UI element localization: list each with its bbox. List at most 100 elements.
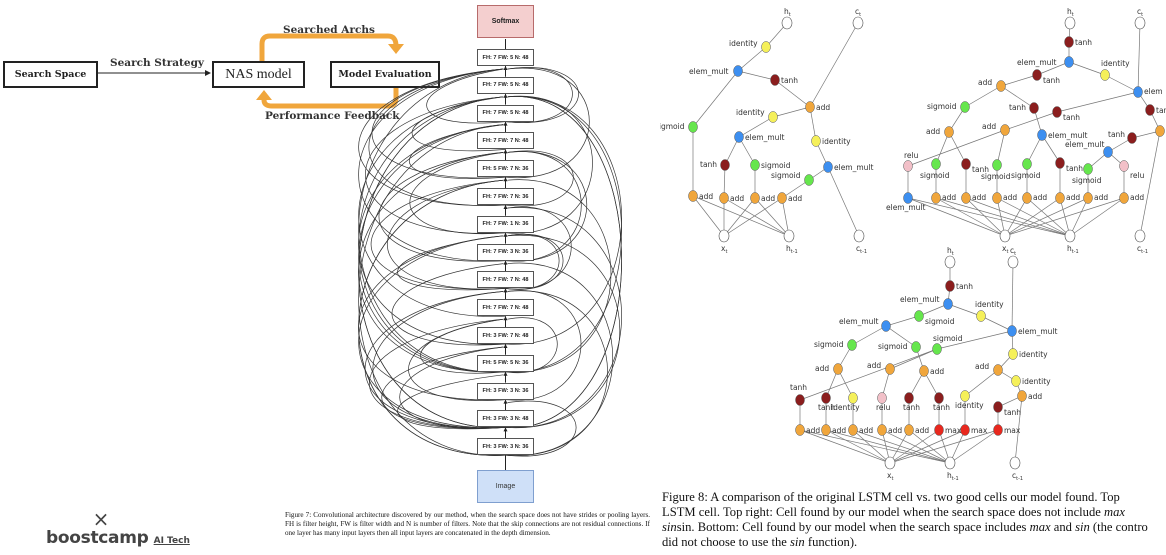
- graph-edge: [851, 325, 887, 346]
- skip-connection-curve: [408, 124, 506, 179]
- graph-edge: [964, 369, 999, 397]
- caption-text: Figure 8: A comparison of the original L…: [662, 490, 1120, 504]
- graph-edge: [889, 348, 938, 370]
- tanh-node: [1032, 69, 1042, 81]
- node-label: tanh: [1156, 106, 1166, 115]
- caption-math: sin: [662, 520, 677, 534]
- elem_mult-node: [1037, 129, 1047, 141]
- node-label: add: [1066, 193, 1080, 202]
- graph-edge: [1004, 197, 1089, 237]
- io-node: [853, 229, 865, 243]
- node-label: add: [1033, 193, 1047, 202]
- graph-edge: [1104, 74, 1139, 93]
- graph-edge: [935, 197, 1006, 237]
- conv-layer-box: FH: 3 FW: 3 N: 36: [477, 382, 534, 400]
- image-label: Image: [495, 483, 516, 490]
- sigmoid-node: [1022, 158, 1032, 170]
- sigmoid-node: [932, 343, 942, 355]
- skip-connection-curve: [505, 233, 560, 290]
- conv-layer-box: FH: 7 FW: 7 N: 48: [477, 299, 534, 317]
- node-label: elem: [1144, 87, 1163, 96]
- arrowhead: [503, 121, 508, 126]
- node-label: add: [761, 194, 775, 203]
- graph-edge: [827, 166, 860, 237]
- model-evaluation-label: Model Evaluation: [338, 69, 432, 80]
- elem_mult-node: [1007, 325, 1017, 337]
- node-label: tanh: [1009, 103, 1026, 112]
- add-node: [795, 424, 805, 436]
- add-node: [1083, 192, 1093, 204]
- node-label: elem_mult: [689, 67, 729, 76]
- sigmoid-node: [847, 339, 857, 351]
- tanh-node: [770, 74, 780, 86]
- conv-layer-box: FH: 5 FW: 5 N: 36: [477, 354, 534, 372]
- max-node: [960, 424, 970, 436]
- graph-edge: [907, 197, 1071, 237]
- arrowhead: [503, 149, 508, 154]
- max-node: [993, 424, 1003, 436]
- node-label: max: [945, 426, 962, 435]
- skip-connection-curve: [420, 318, 506, 374]
- arrowhead: [503, 93, 508, 98]
- node-label: tanh: [1108, 130, 1125, 139]
- sigmoid-node: [688, 121, 698, 133]
- elem_mult-node: [734, 131, 744, 143]
- io-node: [1134, 229, 1146, 243]
- graph-edge: [936, 330, 1013, 350]
- elem_mult-node: [1103, 146, 1113, 158]
- graph-edge: [692, 195, 790, 237]
- search-space-label: Search Space: [14, 69, 87, 80]
- graph-edge: [1000, 74, 1038, 87]
- add-node: [885, 363, 895, 375]
- graph-edge: [809, 22, 859, 108]
- graph-edge: [949, 429, 999, 464]
- node-label: sigmoid: [1011, 171, 1041, 180]
- skip-connection-curve: [378, 152, 506, 262]
- searched-archs-arrow: [259, 33, 399, 62]
- node-label: identity: [1022, 377, 1051, 386]
- graph-edge: [723, 197, 756, 237]
- search-space-box: Search Space: [3, 61, 98, 88]
- node-label: sigmoid: [927, 102, 957, 111]
- graph-edge: [1026, 197, 1071, 237]
- identity-node: [848, 392, 858, 404]
- tanh-node: [904, 392, 914, 404]
- add-node: [992, 192, 1002, 204]
- node-label: add: [972, 193, 986, 202]
- io-label: ct-1: [1137, 244, 1148, 255]
- graph-edge: [1056, 91, 1139, 113]
- arrowhead: [503, 288, 508, 293]
- io-label: ct-1: [856, 244, 867, 255]
- elem_mult-node: [1133, 86, 1143, 98]
- graph-edge: [738, 116, 774, 138]
- node-label: tanh: [700, 160, 717, 169]
- graph-edge: [996, 129, 1006, 166]
- graph-edge: [737, 70, 776, 81]
- caption-text: did not choose to use the: [662, 535, 791, 549]
- nas-arrows: [98, 33, 404, 109]
- skip-connection-curve: [408, 318, 506, 401]
- brand-name: boostcamp: [46, 528, 149, 548]
- graph-edge: [889, 429, 940, 464]
- caption-text: (the contro: [1089, 520, 1148, 534]
- node-label: elem_mult: [745, 133, 785, 142]
- caption-math: max: [1104, 505, 1126, 519]
- io-label: xt: [1002, 244, 1008, 255]
- node-label: tanh: [1066, 164, 1083, 173]
- node-label: add: [699, 192, 713, 201]
- skip-connection-curve: [387, 179, 506, 290]
- add-node: [750, 192, 760, 204]
- graph-edge: [692, 70, 739, 128]
- relu-node: [877, 392, 887, 404]
- graph-edge: [1004, 197, 1061, 237]
- caption-line-1: Figure 8: A comparison of the original L…: [662, 490, 1166, 505]
- tanh-node: [1052, 106, 1062, 118]
- relu-node: [1119, 160, 1129, 172]
- arrowhead: [205, 70, 211, 76]
- skip-connection-curve: [372, 291, 506, 429]
- node-label: elem_mult: [1018, 327, 1058, 336]
- skip-connection-curve: [397, 374, 506, 430]
- graph-edge: [889, 429, 966, 464]
- identity-node: [761, 41, 771, 53]
- graph-edge: [885, 315, 920, 327]
